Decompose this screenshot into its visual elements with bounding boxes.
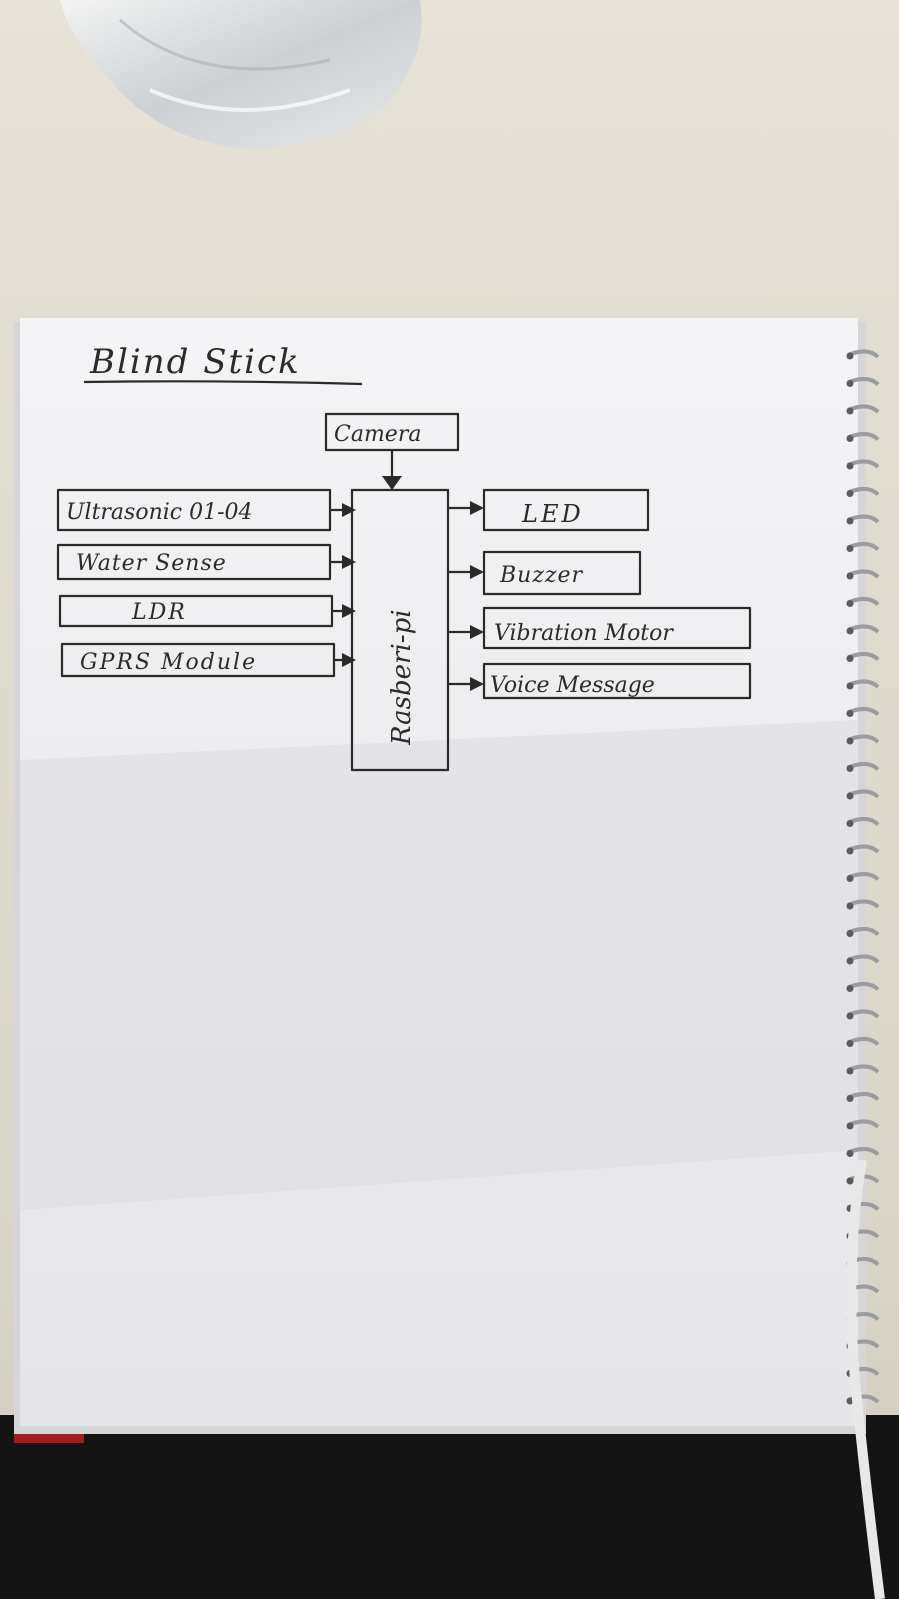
output-1: LED [448, 488, 650, 532]
spiral-hole [846, 600, 854, 607]
spiral-hole [846, 765, 854, 772]
title-underline [83, 380, 363, 386]
table-edge [0, 1415, 899, 1599]
white-cable [846, 1159, 885, 1599]
output-label: Voice Message [490, 673, 655, 698]
spiral-binding [846, 349, 880, 1405]
spiral-hole [846, 1095, 854, 1102]
spiral-hole [846, 517, 854, 525]
controller-box [350, 488, 450, 772]
output-label: LED [521, 500, 584, 528]
spiral-hole [846, 1122, 854, 1130]
input-label: LDR [131, 600, 187, 625]
spiral-hole [846, 847, 854, 855]
input-4: GPRS Module [60, 642, 356, 678]
input-2: Water Sense [56, 543, 356, 581]
diagram-title: Blind Stick [89, 342, 301, 382]
input-label: Ultrasonic 01-04 [66, 500, 253, 525]
spiral-hole [846, 1040, 854, 1047]
spiral-hole [846, 490, 854, 497]
output-label: Buzzer [499, 563, 584, 588]
spiral-hole [846, 655, 854, 662]
spiral-hole [846, 682, 854, 690]
input-3: LDR [58, 594, 356, 628]
camera-label: Camera [334, 422, 421, 447]
input-1: Ultrasonic 01-04 [56, 488, 356, 532]
spiral-hole [846, 930, 854, 937]
spiral-hole [846, 875, 854, 882]
spiral-hole [846, 1177, 854, 1185]
spiral-hole [846, 1067, 854, 1075]
spiral-hole [846, 1397, 854, 1405]
output-4: Voice Message [448, 662, 752, 700]
spiral-hole [846, 985, 854, 992]
input-label: GPRS Module [80, 650, 257, 675]
spiral-hole [846, 407, 854, 415]
spiral-hole [846, 380, 854, 387]
spiral-hole [846, 792, 854, 800]
spiral-hole [846, 820, 854, 827]
spiral-hole [846, 1012, 854, 1020]
spiral-hole [846, 710, 854, 717]
spiral-hole [846, 435, 854, 442]
output-label: Vibration Motor [494, 621, 674, 646]
spiral-hole [846, 957, 854, 965]
spiral-hole [846, 1150, 854, 1157]
output-3: Vibration Motor [448, 606, 752, 650]
output-2: Buzzer [448, 550, 642, 596]
controller-label: Rasberi-pi [387, 609, 417, 746]
input-label: Water Sense [76, 551, 227, 576]
spiral-hole [846, 572, 854, 580]
spiral-hole [846, 902, 854, 910]
spiral-hole [846, 462, 854, 470]
spiral-hole [846, 352, 854, 360]
notebook-page [14, 318, 866, 1434]
spiral-hole [846, 545, 854, 552]
spiral-hole [846, 737, 854, 745]
plastic-bag [60, 0, 422, 149]
spiral-hole [846, 627, 854, 635]
